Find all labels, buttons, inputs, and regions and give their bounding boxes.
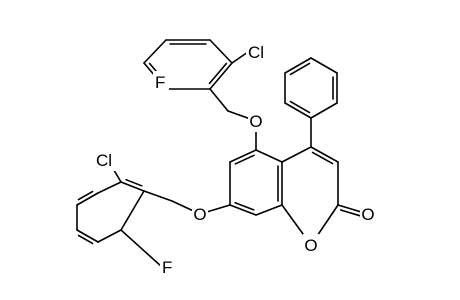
atom-cl-top-label: Cl bbox=[248, 43, 264, 62]
bond-c5-c4a bbox=[255, 149, 283, 163]
bond-a3-a4 bbox=[209, 62, 233, 90]
bond-p3-p4-double bbox=[289, 62, 311, 76]
atom-label-layer: Cl F O O Cl F bbox=[94, 41, 376, 278]
bond-c6-c5-double bbox=[234, 154, 255, 165]
atom-o-carbonyl-label: O bbox=[361, 205, 374, 224]
bond-b3-b4-double bbox=[77, 190, 94, 201]
bond-c8-c7 bbox=[229, 204, 257, 216]
bond-c2-oC-double bbox=[339, 209, 364, 218]
bond-p1-p2-double bbox=[289, 100, 311, 114]
bond-b5-b6 bbox=[76, 229, 99, 243]
bond-ch2B-b1 bbox=[143, 190, 173, 202]
bond-c4-c3 bbox=[310, 146, 339, 163]
bond-a3-clT bbox=[231, 51, 249, 64]
atom-o-7: O bbox=[192, 203, 208, 225]
atom-f-bottom: F bbox=[160, 256, 176, 278]
bond-a3-a4-double bbox=[208, 62, 228, 85]
atom-o-carbonyl: O bbox=[360, 203, 376, 225]
bond-c4-c3-double bbox=[311, 151, 334, 165]
atom-cl-bottom: Cl bbox=[94, 149, 122, 171]
bond-c8-c7-double bbox=[234, 201, 255, 211]
bond-c8a-c8 bbox=[255, 204, 283, 216]
bond-b2-b3 bbox=[97, 181, 122, 194]
bond-b7-b1 bbox=[120, 190, 145, 231]
atom-o-ring-label: O bbox=[304, 236, 317, 255]
atom-o-5-label: O bbox=[249, 112, 262, 131]
bond-b1-b2-double bbox=[125, 178, 143, 187]
bond-c6-c5 bbox=[229, 149, 257, 163]
bond-a2-a3 bbox=[209, 39, 233, 64]
bond-c4a-c4 bbox=[281, 146, 312, 163]
atom-f-top: F bbox=[153, 71, 169, 93]
bond-b3-b4 bbox=[76, 192, 99, 206]
atom-cl-top: Cl bbox=[246, 41, 274, 63]
bond-p1-p2 bbox=[284, 102, 312, 119]
atom-o-ring: O bbox=[303, 234, 319, 256]
atom-o-5: O bbox=[248, 110, 264, 132]
atom-o-7-label: O bbox=[193, 205, 206, 224]
atom-f-bottom-label: F bbox=[162, 258, 172, 277]
bond-a6-a1 bbox=[143, 39, 167, 64]
atom-cl-bottom-label: Cl bbox=[96, 151, 112, 170]
bond-layer bbox=[76, 39, 369, 268]
bond-p4-p5 bbox=[310, 57, 338, 74]
bond-b1-b2 bbox=[120, 181, 145, 192]
bond-b5-b6-double bbox=[77, 234, 94, 245]
bond-b6-b7 bbox=[97, 229, 122, 243]
bond-a4-ch2T bbox=[209, 88, 229, 112]
bond-p3-p4 bbox=[284, 57, 312, 74]
bond-b7-fB bbox=[120, 229, 163, 268]
bond-p6-p1 bbox=[310, 102, 338, 119]
atom-f-top-label: F bbox=[155, 73, 165, 92]
